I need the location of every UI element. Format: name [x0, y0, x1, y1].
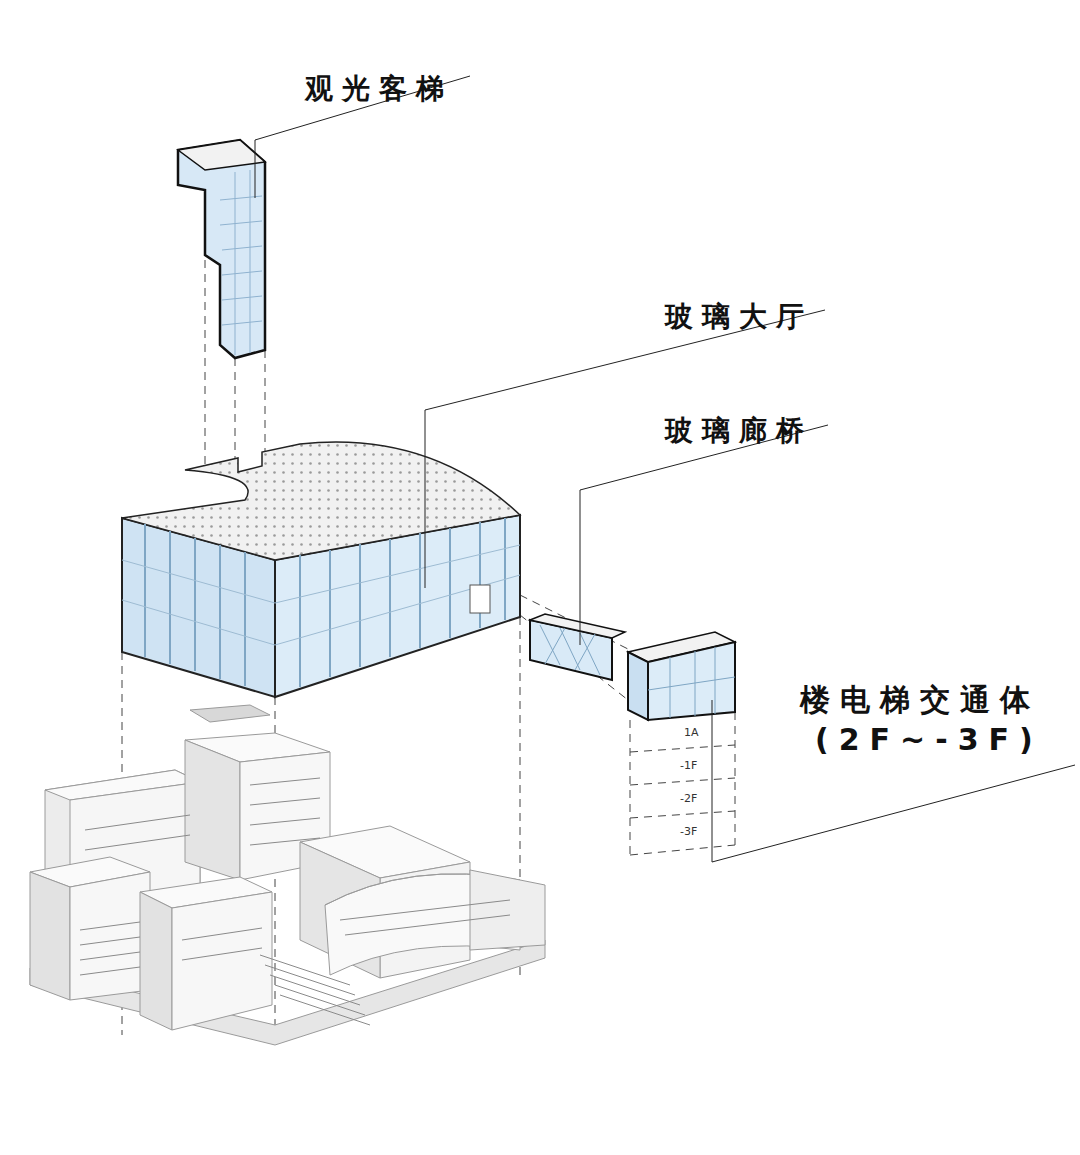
- glass-hall: [122, 442, 520, 697]
- callout-label: 楼电梯交通体: [800, 680, 1040, 721]
- floor-label: -2F: [679, 792, 698, 805]
- callout-label: 玻璃廊桥: [665, 412, 813, 450]
- circulation-core: [628, 632, 735, 720]
- callout-label: 玻璃大厅: [665, 298, 813, 336]
- leader-lines: [255, 76, 1075, 862]
- callout-label: 观光客梯: [305, 70, 453, 108]
- glass-bridge: [530, 614, 625, 680]
- sightseeing-elevator: [178, 140, 265, 358]
- floor-label: 1A: [683, 726, 700, 739]
- floor-label: -1F: [679, 759, 698, 772]
- existing-building: [30, 705, 545, 1045]
- callout-label: (2F~-3F): [815, 722, 1043, 757]
- floor-label: -3F: [679, 825, 698, 838]
- building-details: [80, 778, 510, 1025]
- projection-lines: [122, 260, 735, 1045]
